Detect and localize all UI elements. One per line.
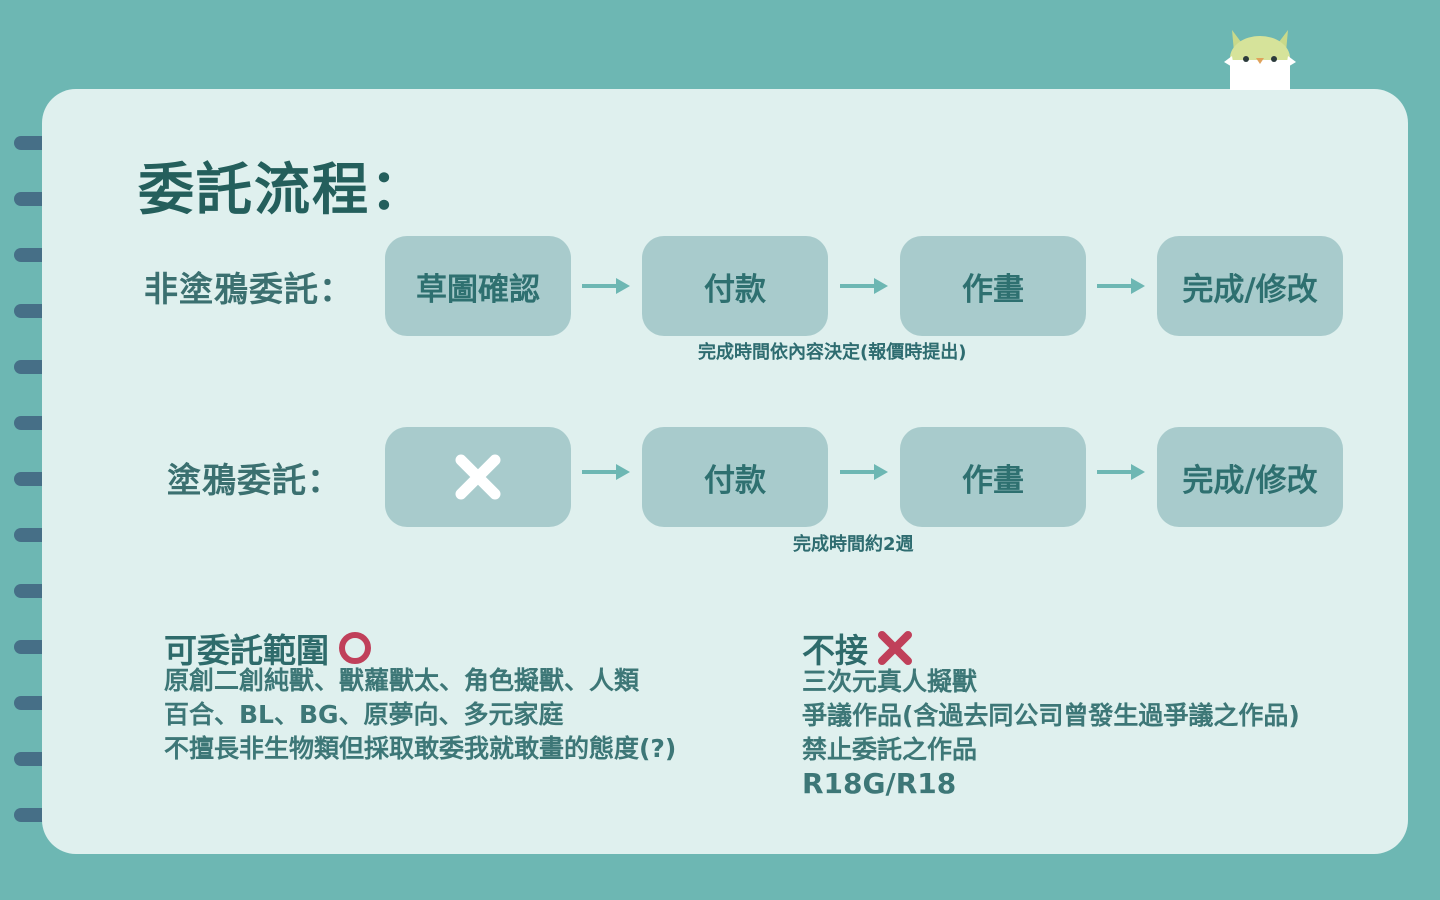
arrow-right-icon: [582, 278, 630, 294]
bird-mascot-icon: [1224, 30, 1296, 90]
arrow-right-icon: [840, 278, 888, 294]
step-payment: 付款: [642, 427, 828, 527]
step-complete-revise: 完成/修改: [1157, 427, 1343, 527]
arrow-right-icon: [840, 464, 888, 480]
step-payment: 付款: [642, 236, 828, 336]
arrow-right-icon: [582, 464, 630, 480]
reject-heading: 不接: [802, 624, 914, 672]
circle-icon: [339, 632, 371, 664]
step-none: [385, 427, 571, 527]
list-item: 三次元真人擬獸: [802, 667, 978, 696]
list-item: 禁止委託之作品: [802, 735, 978, 764]
timeline-note: 完成時間依內容決定(報價時提出): [698, 342, 967, 363]
reject-heading-text: 不接: [802, 631, 868, 670]
step-drawing: 作畫: [900, 427, 1086, 527]
timeline-note: 完成時間約2週: [793, 534, 914, 555]
step-drawing: 作畫: [900, 236, 1086, 336]
row-label-non-doodle: 非塗鴉委託：: [144, 270, 354, 310]
accept-heading: 可委託範圍: [164, 624, 373, 672]
row-label-doodle: 塗鴉委託：: [167, 461, 342, 501]
list-item: 原創二創純獸、獸蘿獸太、角色擬獸、人類: [164, 666, 640, 695]
accept-heading-text: 可委託範圍: [164, 631, 329, 670]
list-item: R18G/R18: [802, 767, 957, 800]
reject-list: 三次元真人擬獸 爭議作品(含過去同公司曾發生過爭議之作品) 禁止委託之作品 R1…: [802, 665, 1300, 801]
list-item: 不擅長非生物類但採取敢委我就敢畫的態度(?): [164, 734, 677, 763]
arrow-right-icon: [1097, 464, 1145, 480]
step-sketch-confirm: 草圖確認: [385, 236, 571, 336]
list-item: 爭議作品(含過去同公司曾發生過爭議之作品): [802, 701, 1300, 730]
accept-list: 原創二創純獸、獸蘿獸太、角色擬獸、人類 百合、BL、BG、原夢向、多元家庭 不擅…: [164, 664, 676, 766]
list-item: 百合、BL、BG、原夢向、多元家庭: [164, 700, 564, 729]
cross-icon: [878, 631, 912, 665]
step-complete-revise: 完成/修改: [1157, 236, 1343, 336]
arrow-right-icon: [1097, 278, 1145, 294]
page-title: 委託流程：: [138, 158, 428, 223]
cross-icon: [455, 454, 501, 500]
